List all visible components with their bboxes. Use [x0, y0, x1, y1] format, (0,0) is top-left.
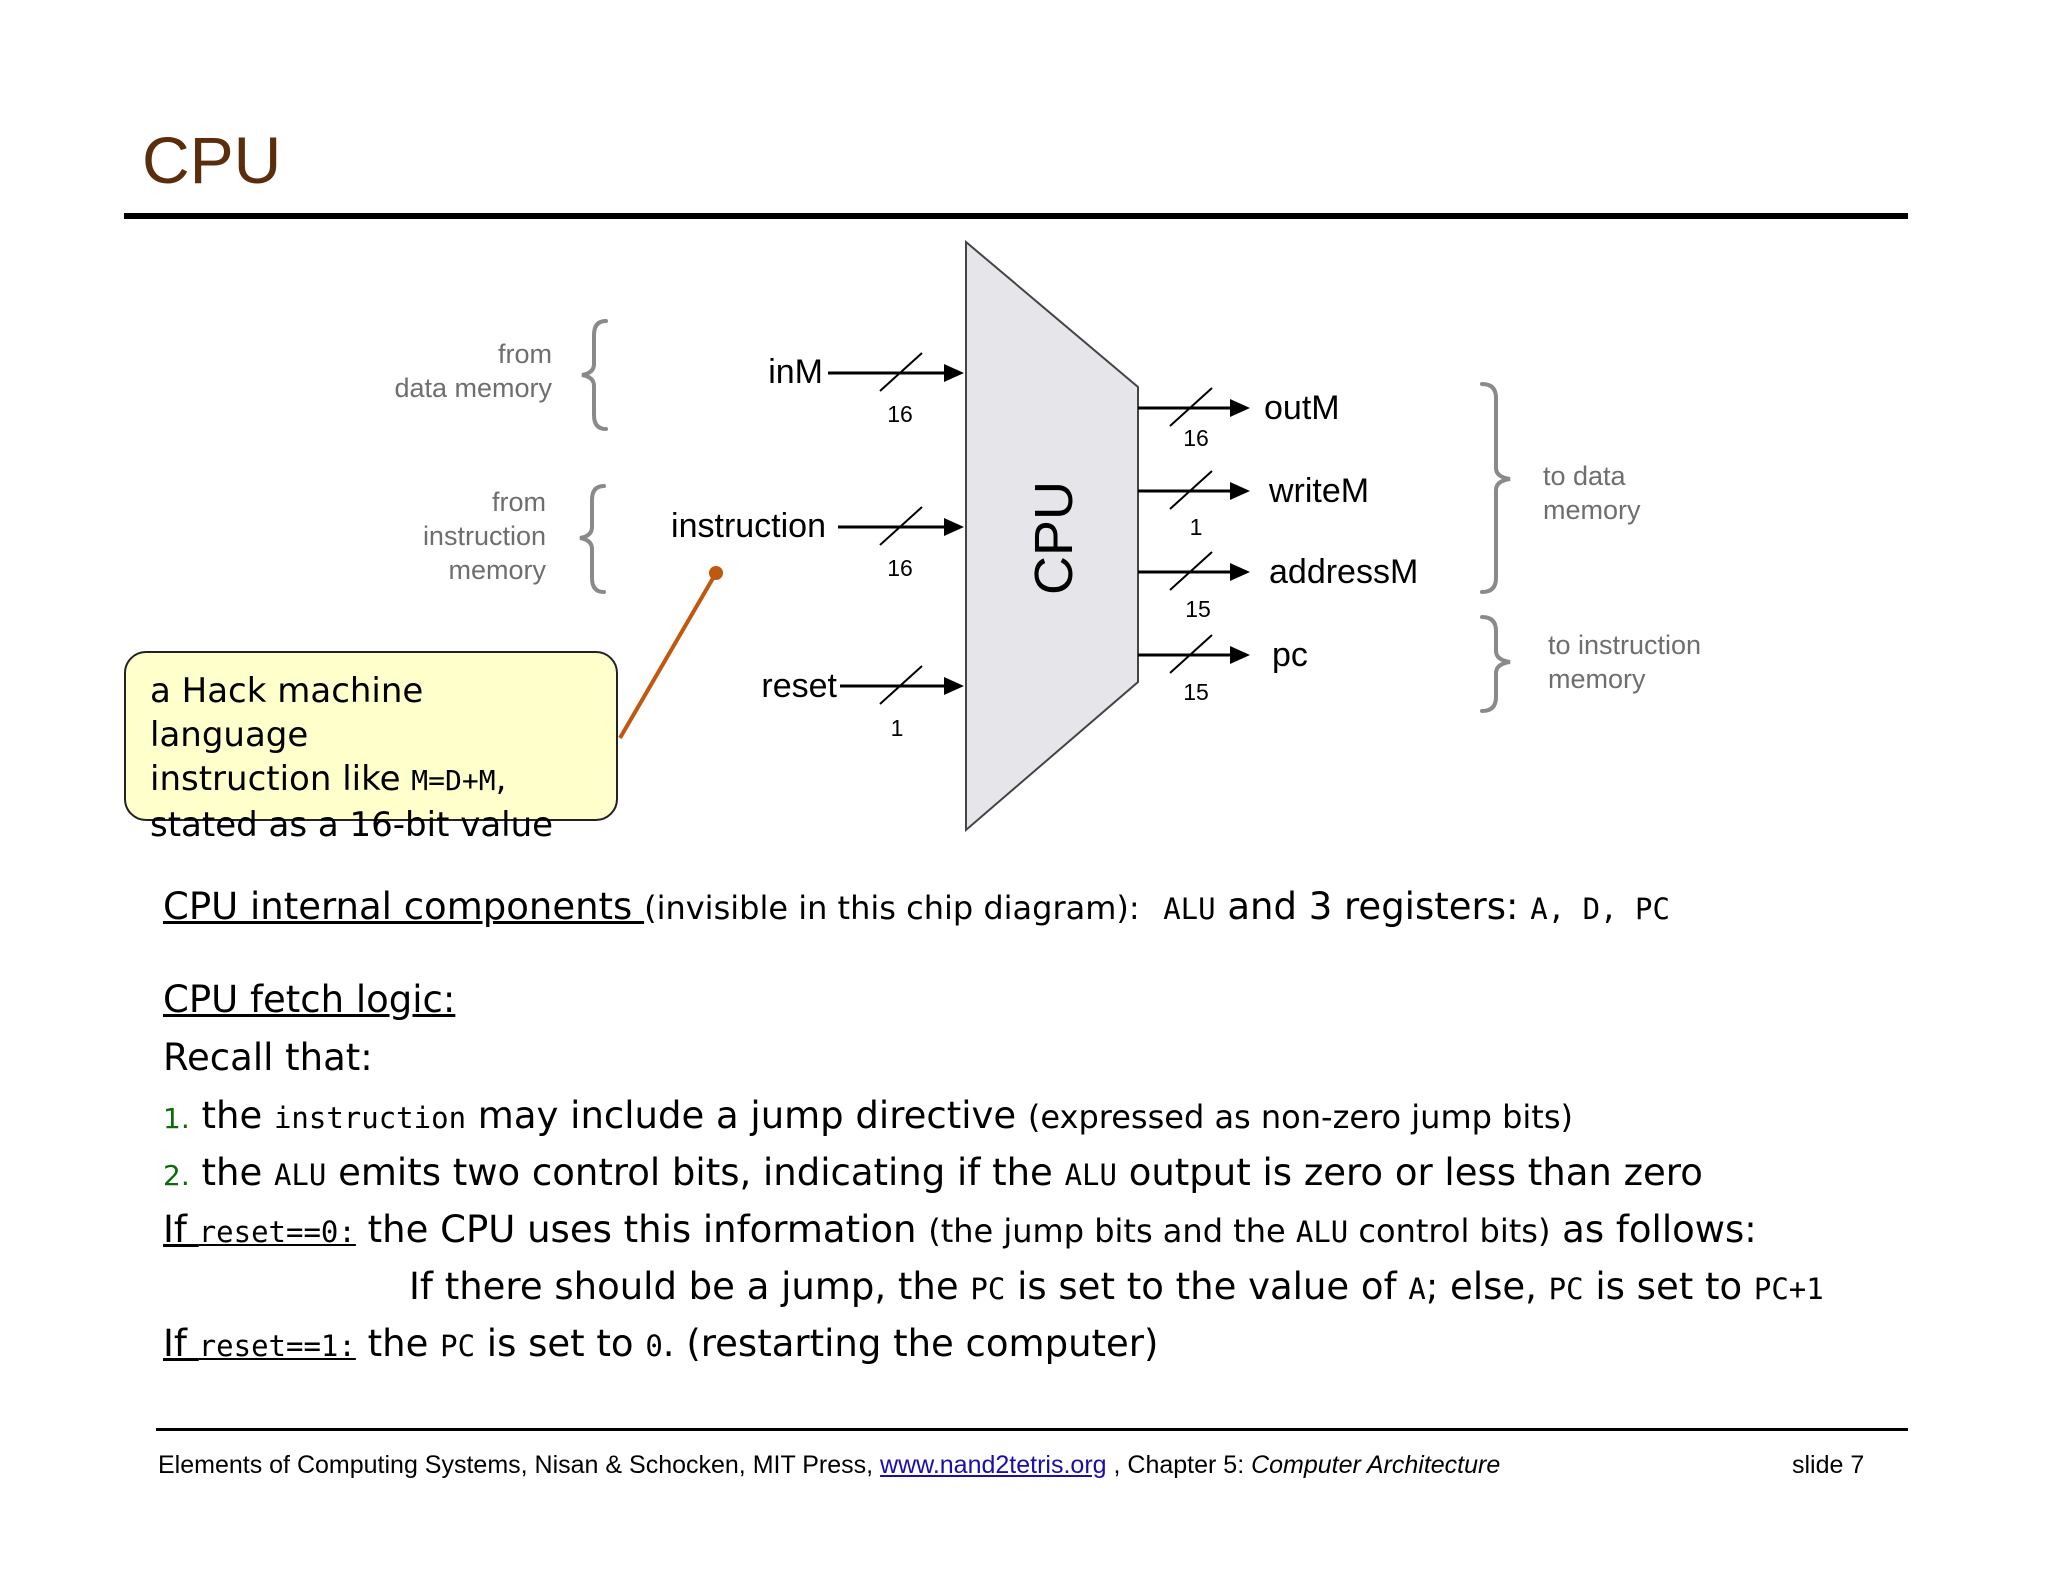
callout-line-3: stated as a 16-bit value — [150, 805, 554, 845]
source-label-instruction: instruction — [423, 521, 546, 551]
dest-label-to-instruction: to instruction — [1548, 630, 1701, 660]
source-label-memory: memory — [448, 555, 546, 585]
output-wire-outm — [1138, 387, 1250, 427]
output-width-addressm: 15 — [1185, 596, 1211, 622]
brace-instruction-memory — [579, 484, 606, 594]
output-wire-writem — [1138, 470, 1250, 510]
cpu-chip-label: CPU — [1024, 481, 1084, 595]
output-width-pc: 15 — [1183, 679, 1209, 705]
page-title: CPU — [142, 123, 282, 197]
input-wire-instruction — [838, 506, 964, 546]
input-width-inm: 16 — [887, 401, 913, 427]
reset-one-line: If reset==1: the PC is set to 0. (restar… — [163, 1322, 1159, 1365]
dest-label-memory: memory — [1543, 495, 1641, 525]
brace-data-memory — [581, 319, 608, 431]
input-label-inm: inM — [768, 353, 823, 391]
input-width-reset: 1 — [891, 715, 904, 741]
dest-label-memory-2: memory — [1548, 664, 1646, 694]
title-rule — [124, 213, 1908, 219]
input-label-instruction: instruction — [671, 507, 826, 545]
callout-pointer-dot — [709, 566, 723, 580]
input-wire-reset — [840, 665, 964, 705]
input-width-instruction: 16 — [887, 555, 913, 581]
output-wire-addressm — [1138, 551, 1250, 591]
instruction-callout: a Hack machine language instruction like… — [124, 651, 618, 845]
source-label-from-2: from — [492, 487, 546, 517]
jump-rule-line: If there should be a jump, the PC is set… — [409, 1265, 1824, 1308]
brace-to-instruction-memory — [1480, 615, 1511, 713]
recall-item-2: 2. the ALU emits two control bits, indic… — [163, 1151, 1703, 1194]
dest-label-to-data: to data — [1543, 461, 1627, 491]
output-width-writem: 1 — [1190, 514, 1203, 540]
fetch-logic-heading: CPU fetch logic: — [163, 978, 456, 1021]
output-label-pc: pc — [1272, 636, 1308, 674]
output-wire-pc — [1138, 634, 1250, 674]
recall-line: Recall that: — [163, 1036, 373, 1079]
footer-rule — [156, 1428, 1908, 1431]
brace-to-data-memory — [1480, 382, 1511, 594]
recall-item-1: 1. the instruction may include a jump di… — [163, 1094, 1573, 1137]
callout-line-2: instruction like M=D+M, — [150, 759, 507, 799]
input-label-reset: reset — [761, 667, 837, 705]
callout-line-1: a Hack machine language — [150, 671, 424, 755]
nand2tetris-link[interactable]: www.nand2tetris.org — [880, 1451, 1107, 1479]
footer-citation: Elements of Computing Systems, Nisan & S… — [158, 1451, 1501, 1479]
output-label-outm: outM — [1264, 389, 1340, 427]
internal-components-line: CPU internal components (invisible in th… — [163, 885, 1670, 928]
output-width-outm: 16 — [1183, 425, 1209, 451]
output-label-addressm: addressM — [1269, 553, 1418, 591]
slide-number: slide 7 — [1792, 1451, 1865, 1479]
input-wire-inm — [828, 352, 964, 392]
callout-pointer — [618, 571, 718, 740]
reset-zero-line: If reset==0: the CPU uses this informati… — [163, 1208, 1757, 1251]
source-label-from: from — [498, 339, 552, 369]
source-label-data-memory: data memory — [394, 373, 552, 403]
output-label-writem: writeM — [1268, 472, 1369, 510]
cpu-chip-body — [965, 239, 1139, 833]
